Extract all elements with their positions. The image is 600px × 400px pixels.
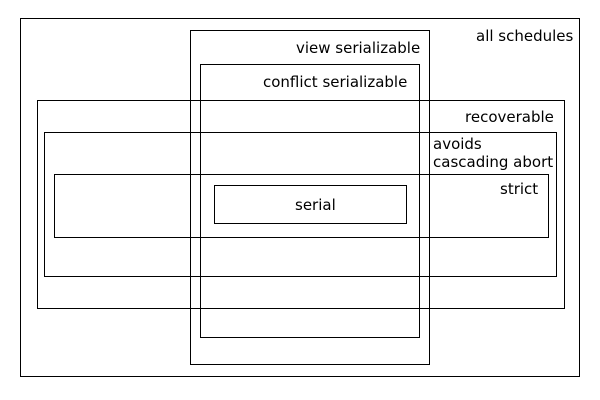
label-conflict-serializable: conflict serializable <box>263 73 408 91</box>
label-avoids-cascading-abort: avoids cascading abort <box>433 135 553 171</box>
set-all-schedules <box>20 18 580 377</box>
set-view-serializable <box>190 30 430 365</box>
set-avoids-cascading-abort <box>44 132 557 277</box>
set-recoverable <box>37 100 565 309</box>
label-avoids-line-1: avoids <box>433 135 482 153</box>
set-strict <box>54 174 549 238</box>
label-serial: serial <box>295 196 336 214</box>
label-avoids-line-2: cascading abort <box>433 153 554 171</box>
set-conflict-serializable <box>200 64 420 338</box>
label-view-serializable: view serializable <box>296 39 421 57</box>
label-all-schedules: all schedules <box>476 27 574 45</box>
label-strict: strict <box>500 180 539 198</box>
label-recoverable: recoverable <box>465 108 554 126</box>
set-serial <box>214 185 407 224</box>
